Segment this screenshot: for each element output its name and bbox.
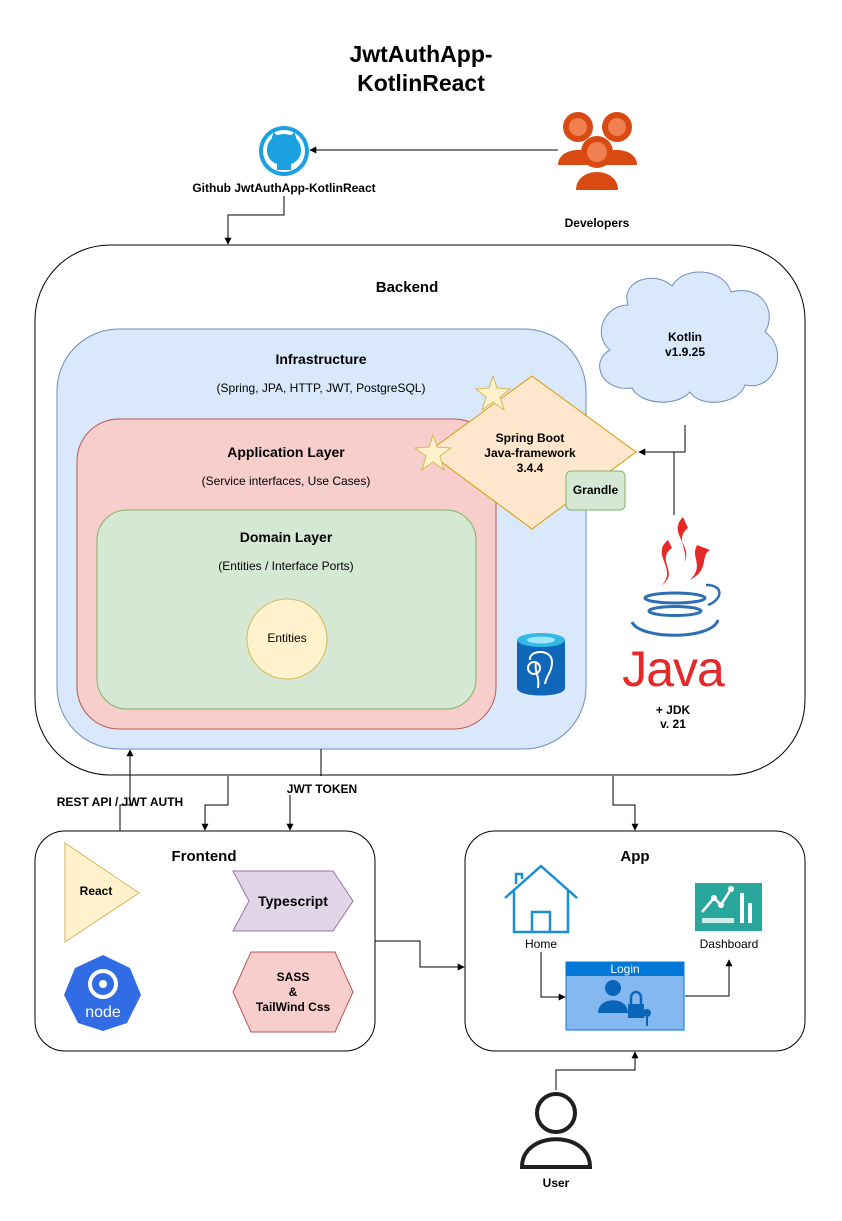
- title-line-1: JwtAuthApp-: [349, 41, 493, 67]
- title-line-2: KotlinReact: [357, 70, 485, 96]
- java-logo-text: Java: [622, 641, 725, 697]
- spring-line-2: Java-framework: [484, 446, 576, 460]
- app-title: App: [620, 848, 650, 865]
- github-icon: [259, 126, 309, 176]
- frontend-title: Frontend: [171, 848, 237, 865]
- dashboard-label: Dashboard: [699, 937, 759, 951]
- user-label: User: [542, 1176, 570, 1190]
- java-line-2: v. 21: [660, 717, 686, 731]
- connectors: [119, 146, 733, 1090]
- infrastructure-title: Infrastructure: [275, 351, 367, 367]
- kotlin-line-1: Kotlin: [668, 330, 702, 344]
- node-icon: [64, 955, 141, 1031]
- star-icon: [413, 433, 453, 472]
- user-icon: [519, 1092, 593, 1169]
- grandle-label: Grandle: [572, 483, 619, 497]
- spring-line-3: 3.4.4: [516, 461, 544, 475]
- entities-circle: [246, 598, 328, 680]
- domain-subtitle: (Entities / Interface Ports): [218, 559, 354, 573]
- backend-title: Backend: [375, 279, 439, 296]
- sass-label: SASS & TailWind Css: [243, 970, 343, 1015]
- sass-hexagon: [232, 951, 354, 1033]
- sass-line-3: TailWind Css: [255, 1000, 331, 1014]
- login-window: [565, 961, 685, 1031]
- home-icon: [504, 864, 578, 934]
- spring-boot-diamond: [427, 375, 637, 530]
- kotlin-label: Kotlin v1.9.25: [635, 330, 735, 360]
- spring-line-1: Spring Boot: [495, 431, 565, 445]
- kotlin-cloud: [599, 271, 779, 403]
- java-label: + JDK v. 21: [623, 703, 723, 731]
- users-icon: [558, 112, 637, 190]
- infrastructure-subtitle: (Spring, JPA, HTTP, JWT, PostgreSQL): [216, 381, 426, 395]
- login-label: Login: [610, 962, 640, 976]
- node-label: node: [85, 1004, 121, 1021]
- rest-api-label: REST API / JWT AUTH: [56, 795, 184, 809]
- sass-line-2: &: [288, 985, 298, 999]
- react-label: React: [79, 884, 113, 898]
- domain-title: Domain Layer: [239, 529, 333, 545]
- home-label: Home: [524, 937, 557, 951]
- diagram-title: JwtAuthApp- KotlinReact: [0, 40, 842, 98]
- java-line-1: + JDK: [655, 703, 691, 717]
- java-logo-icon: [630, 517, 721, 637]
- database-icon: [517, 633, 565, 696]
- jwt-token-label: JWT TOKEN: [286, 782, 358, 796]
- react-triangle: [64, 842, 140, 943]
- kotlin-line-2: v1.9.25: [664, 345, 706, 359]
- sass-line-1: SASS: [276, 970, 310, 984]
- developers-label: Developers: [564, 216, 630, 230]
- spring-boot-label: Spring Boot Java-framework 3.4.4: [470, 431, 590, 476]
- dashboard-icon: [695, 883, 762, 931]
- star-icon: [474, 374, 512, 412]
- entities-label: Entities: [267, 631, 307, 645]
- typescript-chevron: [232, 870, 354, 932]
- application-title: Application Layer: [227, 444, 345, 460]
- grandle-box: [565, 470, 626, 511]
- github-label: Github JwtAuthApp-KotlinReact: [192, 181, 376, 195]
- typescript-label: Typescript: [258, 893, 328, 909]
- application-subtitle: (Service interfaces, Use Cases): [201, 474, 371, 488]
